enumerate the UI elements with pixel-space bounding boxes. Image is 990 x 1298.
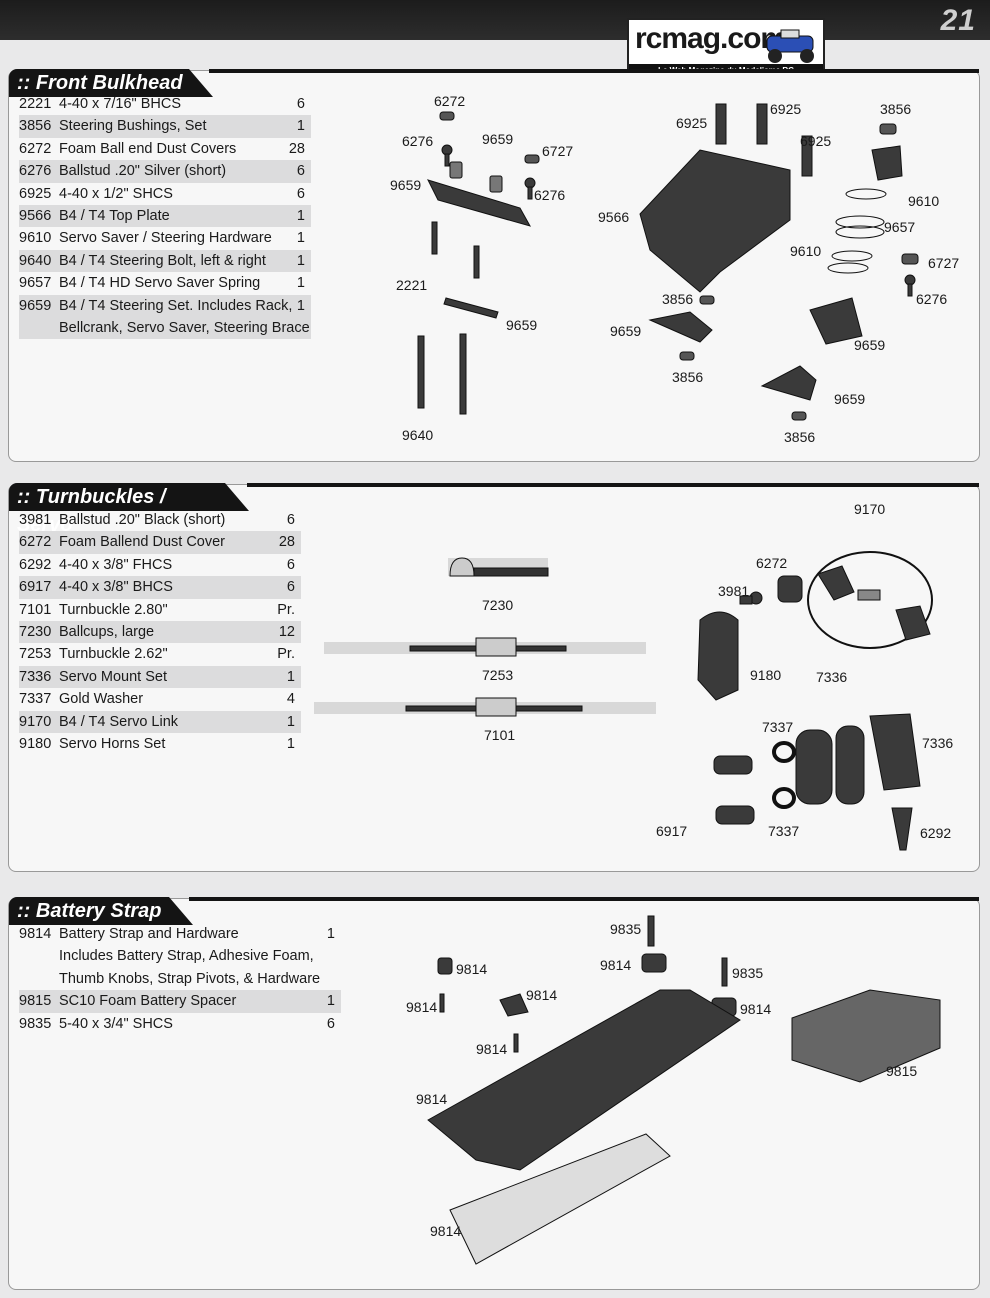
callout-label: 7336 (922, 735, 953, 751)
rc-car-icon (766, 29, 814, 63)
part-row-continuation: Bellcrank, Servo Saver, Steering Brace (19, 316, 311, 340)
section-rule (189, 897, 979, 901)
callout-label: 9814 (476, 1041, 507, 1057)
callout-label: 9657 (884, 219, 915, 235)
callout-label: 6272 (434, 93, 465, 109)
callout-label: 9815 (886, 1063, 917, 1079)
callout-label: 9566 (598, 209, 629, 225)
battery-strap-diagram (427, 915, 941, 1265)
callout-label: 9659 (506, 317, 537, 333)
callout-label: 7337 (768, 823, 799, 839)
callout-label: 6292 (920, 825, 951, 841)
callout-label: 9814 (430, 1223, 461, 1239)
callout-label: 6276 (916, 291, 947, 307)
callout-label: 9610 (908, 193, 939, 209)
callout-label: 9814 (600, 957, 631, 973)
callout-label: 9659 (610, 323, 641, 339)
callout-label: 3981 (718, 583, 749, 599)
section-rule (247, 483, 979, 487)
callout-label: 9814 (416, 1091, 447, 1107)
part-row-continuation: Includes Battery Strap, Adhesive Foam, (59, 948, 314, 965)
callout-label: 9814 (406, 999, 437, 1015)
callout-label: 3856 (662, 291, 693, 307)
callout-label: 6727 (928, 255, 959, 271)
callout-label: 9659 (482, 131, 513, 147)
top-plate-diagram (639, 103, 919, 421)
callout-label: 7337 (762, 719, 793, 735)
callout-label: 9814 (740, 1001, 771, 1017)
callout-label: 6925 (770, 101, 801, 117)
steering-rack-diagram (417, 111, 540, 415)
callout-label: 7230 (482, 597, 513, 613)
callout-label: 9814 (526, 987, 557, 1003)
callout-label: 6272 (756, 555, 787, 571)
servo-mount-diagram (697, 551, 933, 851)
section-rule (209, 69, 979, 73)
top-bar (0, 0, 990, 40)
callout-label: 6727 (542, 143, 573, 159)
callout-label: 9640 (402, 427, 433, 443)
callout-label: 9180 (750, 667, 781, 683)
callout-label: 7101 (484, 727, 515, 743)
callout-label: 7336 (816, 669, 847, 685)
callout-labels: 6272 6276 9659 6727 6276 9659 2221 9659 … (390, 93, 959, 1239)
callout-label: 7253 (482, 667, 513, 683)
callout-label: 9835 (610, 921, 641, 937)
callout-label: 9814 (456, 961, 487, 977)
callout-label: 6276 (402, 133, 433, 149)
callout-label: 6925 (676, 115, 707, 131)
callout-label: 9659 (854, 337, 885, 353)
part-row-continuation: Thumb Knobs, Strap Pivots, & Hardware (59, 970, 321, 987)
callout-label: 9610 (790, 243, 821, 259)
callout-label: 9659 (390, 177, 421, 193)
callout-label: 2221 (396, 277, 427, 293)
section-title: :: Front Bulkhead (9, 69, 213, 97)
callout-label: 6917 (656, 823, 687, 839)
callout-label: 6925 (800, 133, 831, 149)
section-title: :: Battery Strap (9, 897, 193, 925)
callout-label: 9835 (732, 965, 763, 981)
logo-brand: rcmag.com (635, 22, 787, 55)
turnbuckle-diagram (314, 557, 656, 717)
callout-label: 9170 (854, 501, 885, 517)
page-number: 21 (940, 4, 976, 37)
callout-label: 9659 (834, 391, 865, 407)
callout-label: 3856 (880, 101, 911, 117)
callout-label: 3856 (784, 429, 815, 445)
section-title: :: Turnbuckles / Servo (9, 483, 249, 536)
callout-label: 3856 (672, 369, 703, 385)
callout-label: 6276 (534, 187, 565, 203)
